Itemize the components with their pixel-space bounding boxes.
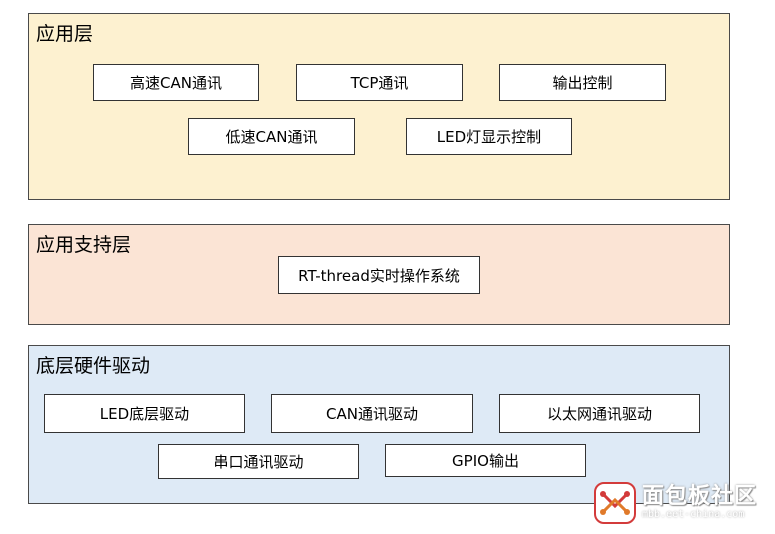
module-ethernet-driver: 以太网通讯驱动 — [499, 394, 700, 433]
watermark: 面包板社区 mbb.eet-china.com — [594, 478, 770, 528]
module-low-speed-can: 低速CAN通讯 — [188, 118, 355, 155]
module-led-display-control: LED灯显示控制 — [406, 118, 572, 155]
layer-title: 底层硬件驱动 — [36, 355, 151, 377]
module-high-speed-can: 高速CAN通讯 — [93, 64, 259, 101]
module-can-driver: CAN通讯驱动 — [271, 394, 473, 433]
module-output-control: 输出控制 — [499, 64, 666, 101]
layer-application-support: 应用支持层 — [28, 224, 730, 325]
watermark-main-text: 面包板社区 — [642, 484, 758, 509]
layer-title: 应用支持层 — [36, 234, 132, 256]
module-led-driver: LED底层驱动 — [44, 394, 245, 433]
module-tcp: TCP通讯 — [296, 64, 463, 101]
module-rtos: RT-thread实时操作系统 — [278, 256, 480, 294]
breadboard-logo-icon — [594, 482, 636, 524]
watermark-text: 面包板社区 mbb.eet-china.com — [642, 485, 757, 521]
layer-application: 应用层 — [28, 13, 730, 200]
module-gpio-output: GPIO输出 — [385, 444, 586, 477]
watermark-sub-text: mbb.eet-china.com — [642, 509, 745, 520]
layer-title: 应用层 — [36, 23, 94, 45]
module-serial-driver: 串口通讯驱动 — [158, 444, 359, 479]
